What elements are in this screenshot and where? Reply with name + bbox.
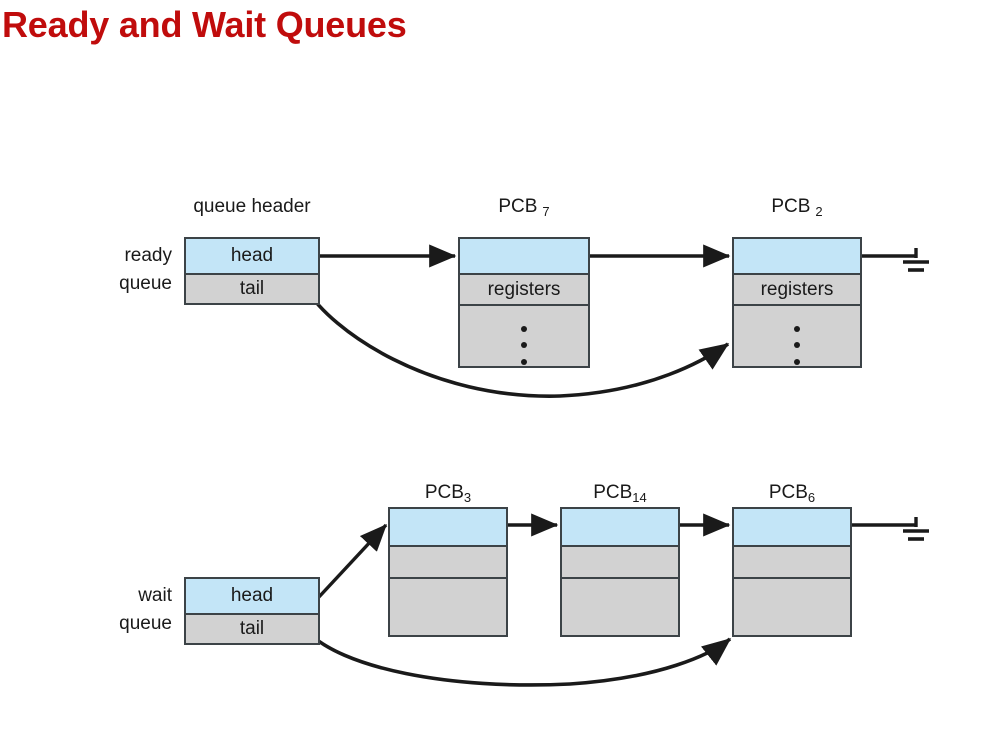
ready-queue-head-label: head (230, 245, 274, 266)
arrow-wait-tail-to-pcb6 (304, 628, 732, 687)
pcb6-ellipsis-cell[interactable] (734, 577, 850, 635)
pcb14-registers-cell[interactable] (562, 545, 678, 577)
pcb3-title-prefix: PCB (424, 482, 464, 503)
null-terminator-wait (847, 517, 929, 541)
pcb6-title-prefix: PCB (768, 482, 808, 503)
wait-queue-tail-cell[interactable]: tail (186, 613, 318, 643)
ready-queue-head-cell[interactable]: head (186, 239, 318, 273)
pcb7-registers-label: registers (487, 278, 561, 300)
pcb14-title: PCB14 (560, 482, 680, 505)
ready-queue-tail-cell[interactable]: tail (186, 273, 318, 303)
pcb2-ellipsis-cell[interactable] (734, 304, 860, 366)
pcb14-box (560, 507, 680, 637)
pcb7-title-prefix: PCB (498, 196, 538, 217)
pcb6-title-subscript: 6 (807, 490, 816, 505)
arrow-wait-head-to-pcb3 (316, 523, 388, 600)
pcb6-title: PCB6 (732, 482, 852, 505)
wait-queue-label-line2: queue (119, 613, 172, 634)
pcb3-next-pointer-cell[interactable] (390, 509, 506, 545)
pcb3-ellipsis-cell[interactable] (390, 577, 506, 635)
pcb7-title: PCB 7 (458, 196, 590, 219)
pcb3-title: PCB3 (388, 482, 508, 505)
pcb14-title-prefix: PCB (593, 482, 633, 503)
pcb2-title: PCB 2 (732, 196, 862, 219)
wait-queue-label-line1: wait (138, 585, 172, 606)
pcb3-registers-cell[interactable] (390, 545, 506, 577)
wait-queue-tail-label: tail (239, 618, 265, 639)
pcb2-title-prefix: PCB (771, 196, 811, 217)
pcb2-box: registers (732, 237, 862, 368)
ready-queue-tail-label: tail (239, 278, 265, 299)
pcb7-title-subscript: 7 (542, 204, 550, 219)
pcb2-title-subscript: 2 (815, 204, 823, 219)
ready-queue-label-line1: ready (124, 245, 172, 266)
pcb7-vertical-ellipsis-icon (460, 306, 588, 384)
pcb2-vertical-ellipsis-icon (734, 306, 860, 384)
pcb7-ellipsis-cell[interactable] (460, 304, 588, 366)
page-title: Ready and Wait Queues (2, 4, 407, 45)
wait-queue-head-label: head (230, 585, 274, 606)
pcb2-registers-cell[interactable]: registers (734, 273, 860, 304)
pcb14-ellipsis-cell[interactable] (562, 577, 678, 635)
pcb6-box (732, 507, 852, 637)
pcb14-next-pointer-cell[interactable] (562, 509, 678, 545)
pcb6-registers-cell[interactable] (734, 545, 850, 577)
pcb2-registers-label: registers (760, 278, 834, 300)
pcb7-next-pointer-cell[interactable] (460, 239, 588, 273)
pcb3-box (388, 507, 508, 637)
pcb2-next-pointer-cell[interactable] (734, 239, 860, 273)
pcb14-title-subscript: 14 (632, 490, 647, 505)
pcb7-registers-cell[interactable]: registers (460, 273, 588, 304)
wait-queue-header-box: head tail (184, 577, 320, 645)
queue-header-label: queue header (193, 196, 311, 217)
pcb6-next-pointer-cell[interactable] (734, 509, 850, 545)
ready-queue-header-box: head tail (184, 237, 320, 305)
wait-queue-head-cell[interactable]: head (186, 579, 318, 613)
ready-queue-label-line2: queue (119, 273, 172, 294)
pcb7-box: registers (458, 237, 590, 368)
pcb3-title-subscript: 3 (463, 490, 472, 505)
